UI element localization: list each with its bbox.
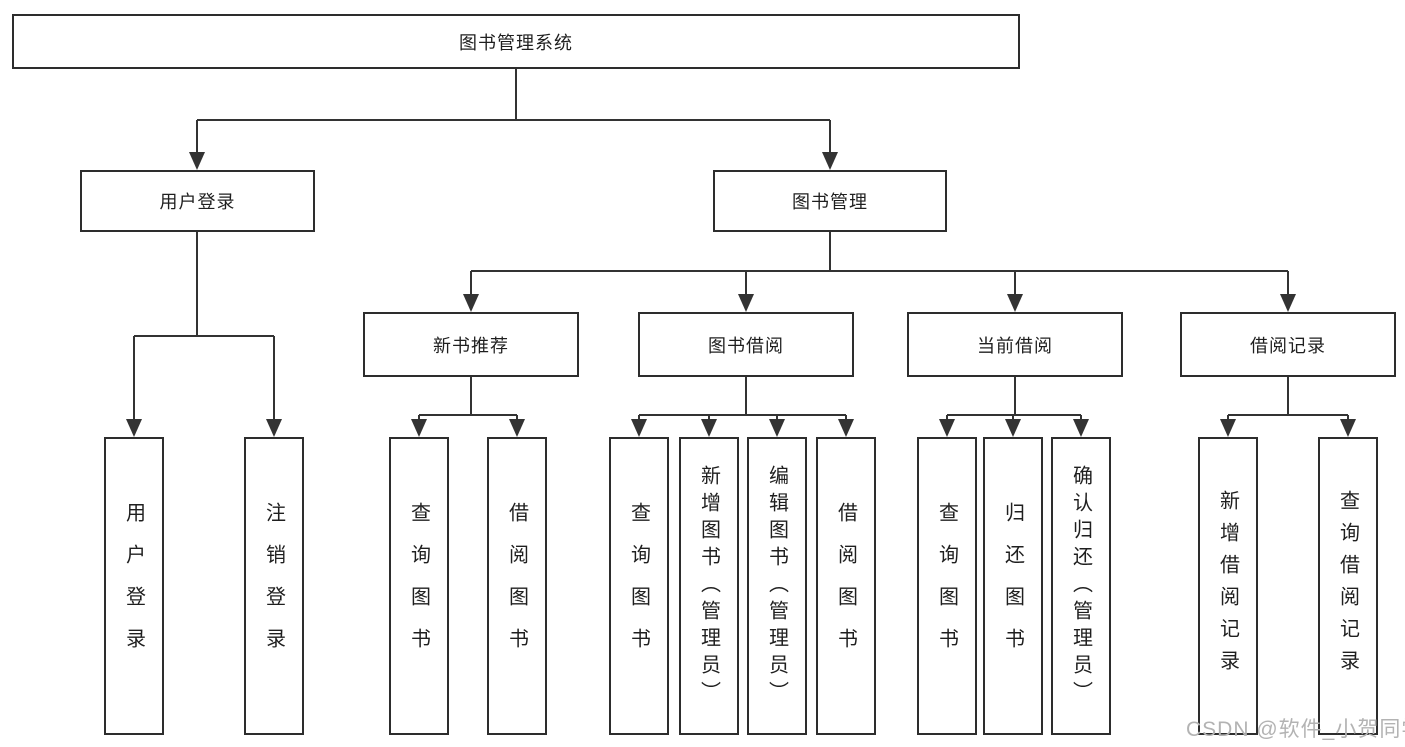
node-library-management-system: 图书管理系统 <box>12 14 1020 69</box>
node-label: 图书管理 <box>792 192 868 212</box>
node-label: 归还图书 <box>1001 502 1024 670</box>
leaf-query-books-recommend: 查询图书 <box>389 437 449 735</box>
leaf-add-borrow-record: 新增借阅记录 <box>1198 437 1258 735</box>
node-label: 借阅图书 <box>505 502 528 670</box>
leaf-edit-book-admin: 编辑图书（管理员） <box>747 437 807 735</box>
leaf-return-books: 归还图书 <box>983 437 1043 735</box>
node-borrowing-records: 借阅记录 <box>1180 312 1396 377</box>
node-label: 查询借阅记录 <box>1336 490 1359 682</box>
leaf-confirm-return-admin: 确认归还（管理员） <box>1051 437 1111 735</box>
node-new-book-recommendation: 新书推荐 <box>363 312 579 377</box>
node-label: 用户登录 <box>122 502 145 670</box>
node-label: 用户登录 <box>159 192 236 212</box>
leaf-borrow-books-borrow: 借阅图书 <box>816 437 876 735</box>
node-label: 图书管理系统 <box>459 32 573 53</box>
node-label: 查询图书 <box>407 502 430 670</box>
node-label: 确认归还（管理员） <box>1069 464 1092 708</box>
node-label: 图书借阅 <box>708 335 784 356</box>
node-book-management: 图书管理 <box>713 170 947 232</box>
node-label: 查询图书 <box>627 502 650 670</box>
leaf-user-login: 用户登录 <box>104 437 164 735</box>
node-label: 借阅记录 <box>1250 335 1326 356</box>
node-label: 编辑图书（管理员） <box>765 464 788 708</box>
leaf-query-books-borrow: 查询图书 <box>609 437 669 735</box>
csdn-watermark: CSDN @软件_小贺同学 <box>1186 718 1405 741</box>
node-label: 新增图书（管理员） <box>697 464 720 708</box>
leaf-query-borrow-record: 查询借阅记录 <box>1318 437 1378 735</box>
leaf-borrow-books-recommend: 借阅图书 <box>487 437 547 735</box>
leaf-logout: 注销登录 <box>244 437 304 735</box>
node-user-login: 用户登录 <box>80 170 315 232</box>
node-book-borrowing: 图书借阅 <box>638 312 854 377</box>
node-label: 新书推荐 <box>433 335 509 356</box>
node-current-borrowing: 当前借阅 <box>907 312 1123 377</box>
node-label: 借阅图书 <box>834 502 857 670</box>
leaf-query-books-current: 查询图书 <box>917 437 977 735</box>
node-label: 查询图书 <box>935 502 958 670</box>
node-label: 注销登录 <box>262 502 285 670</box>
leaf-add-book-admin: 新增图书（管理员） <box>679 437 739 735</box>
node-label: 新增借阅记录 <box>1216 490 1239 682</box>
node-label: 当前借阅 <box>977 335 1053 356</box>
